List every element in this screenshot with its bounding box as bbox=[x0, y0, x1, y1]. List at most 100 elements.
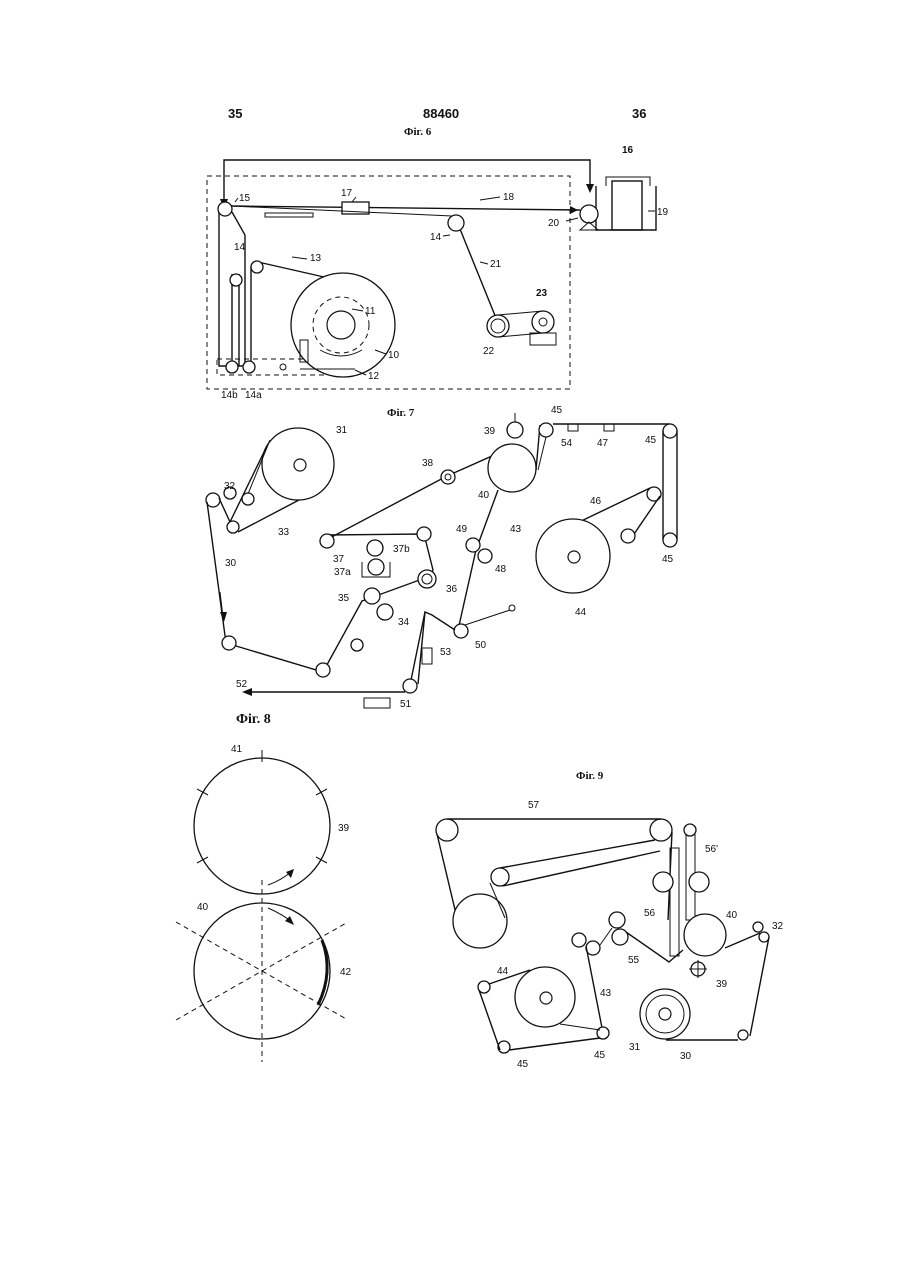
label-56-prime: 56' bbox=[705, 844, 718, 855]
label-40: 40 bbox=[197, 902, 209, 913]
roll-57-right bbox=[650, 819, 672, 841]
label-38: 38 bbox=[422, 458, 434, 469]
roll-37b bbox=[367, 540, 383, 556]
label-14a: 14a bbox=[245, 390, 262, 401]
label-40: 40 bbox=[478, 490, 490, 501]
guide-roll bbox=[222, 636, 236, 650]
unit-51 bbox=[364, 698, 390, 708]
label-45: 45 bbox=[551, 405, 563, 416]
label-17: 17 bbox=[341, 188, 353, 199]
roll-50 bbox=[454, 624, 468, 638]
label-23: 23 bbox=[536, 288, 548, 299]
figure-7-diagram: 31 32 33 30 39 45 54 47 45 38 40 43 46 4… bbox=[206, 405, 677, 710]
guide-roll bbox=[320, 534, 334, 548]
label-15: 15 bbox=[239, 193, 251, 204]
label-47: 47 bbox=[597, 438, 609, 449]
bar-56 bbox=[670, 848, 679, 956]
roll-14 bbox=[448, 215, 464, 231]
pin bbox=[280, 364, 286, 370]
roll-33 bbox=[227, 521, 239, 533]
roll-39 bbox=[507, 422, 523, 438]
label-49: 49 bbox=[456, 524, 468, 535]
circulation-line bbox=[224, 160, 590, 205]
guide-roll bbox=[206, 493, 220, 507]
roll-32a bbox=[753, 922, 763, 932]
label-42: 42 bbox=[340, 967, 352, 978]
flow-arrow bbox=[570, 206, 578, 214]
guide-roll bbox=[316, 663, 330, 677]
label-31: 31 bbox=[629, 1042, 641, 1053]
roll-45 bbox=[498, 1041, 510, 1053]
label-37: 37 bbox=[333, 554, 345, 565]
winder-22 bbox=[487, 315, 509, 337]
drum-40 bbox=[488, 444, 536, 492]
label-32: 32 bbox=[772, 921, 784, 932]
label-13: 13 bbox=[310, 253, 322, 264]
guide-roll bbox=[491, 868, 509, 886]
roll-32b bbox=[242, 493, 254, 505]
label-39: 39 bbox=[716, 979, 728, 990]
label-37b: 37b bbox=[393, 544, 410, 555]
roll-56-left bbox=[653, 872, 673, 892]
label-50: 50 bbox=[475, 640, 487, 651]
sensor-54 bbox=[568, 424, 578, 431]
label-31: 31 bbox=[336, 425, 348, 436]
label-39: 39 bbox=[484, 426, 496, 437]
roll-38 bbox=[441, 470, 455, 484]
motor-23 bbox=[532, 311, 554, 333]
label-18: 18 bbox=[503, 192, 515, 203]
guide-roll bbox=[621, 529, 635, 543]
roll-39-circle bbox=[194, 758, 330, 894]
sensor-47 bbox=[604, 424, 614, 431]
drum-hub bbox=[327, 311, 355, 339]
label-40: 40 bbox=[726, 910, 738, 921]
label-30: 30 bbox=[680, 1051, 692, 1062]
label-41: 41 bbox=[231, 744, 243, 755]
label-45-right: 45 bbox=[594, 1050, 606, 1061]
label-10: 10 bbox=[388, 350, 400, 361]
tank-insert bbox=[612, 181, 642, 230]
label-16: 16 bbox=[622, 145, 634, 156]
roll-top bbox=[684, 824, 696, 836]
roll-37a bbox=[368, 559, 384, 575]
unit-53 bbox=[422, 648, 432, 664]
label-14: 14 bbox=[234, 242, 246, 253]
roll-45 bbox=[539, 423, 553, 437]
label-45-bottom-right: 45 bbox=[662, 554, 674, 565]
label-30: 30 bbox=[225, 558, 237, 569]
roll-45 bbox=[663, 424, 677, 438]
label-52: 52 bbox=[236, 679, 248, 690]
label-46: 46 bbox=[590, 496, 602, 507]
motor-base bbox=[530, 333, 556, 345]
label-57: 57 bbox=[528, 800, 540, 811]
web-43 bbox=[458, 490, 498, 630]
drum-40 bbox=[684, 914, 726, 956]
label-56: 56 bbox=[644, 908, 656, 919]
pump-20 bbox=[580, 205, 598, 223]
label-48: 48 bbox=[495, 564, 507, 575]
roll-14 bbox=[230, 274, 242, 286]
roll-14b bbox=[226, 361, 238, 373]
guide-plate bbox=[265, 213, 313, 217]
figure-9-diagram: 57 56' 56 40 32 55 44 43 39 31 30 45 45 bbox=[436, 800, 784, 1070]
label-14b: 14b bbox=[221, 390, 238, 401]
roll-15 bbox=[218, 202, 232, 216]
roll-14a bbox=[243, 361, 255, 373]
roll-55b bbox=[612, 929, 628, 945]
guide-roll bbox=[738, 1030, 748, 1040]
label-33: 33 bbox=[278, 527, 290, 538]
flow-arrow bbox=[586, 184, 594, 193]
label-54: 54 bbox=[561, 438, 573, 449]
guide-roll bbox=[351, 639, 363, 651]
roll-left-large bbox=[453, 894, 507, 948]
label-51: 51 bbox=[400, 699, 412, 710]
label-44: 44 bbox=[497, 966, 509, 977]
figure-8-diagram: 41 39 40 42 bbox=[176, 744, 352, 1062]
guide-roll bbox=[417, 527, 431, 541]
roll-31-hub bbox=[294, 459, 306, 471]
label-43: 43 bbox=[600, 988, 612, 999]
label-37a: 37a bbox=[334, 567, 351, 578]
roll-36 bbox=[418, 570, 436, 588]
label-22: 22 bbox=[483, 346, 495, 357]
roll-55a bbox=[609, 912, 625, 928]
